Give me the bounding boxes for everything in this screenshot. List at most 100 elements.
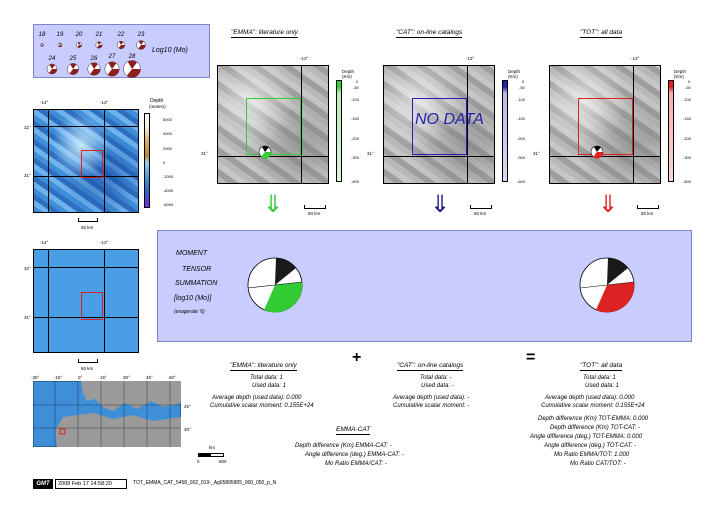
gmt-logo: GMT — [33, 479, 53, 489]
bathy-tick-4: 0 — [163, 160, 166, 165]
summation-line-4: [log10 (Mo)] — [174, 295, 212, 302]
overview-lon-tick-7: 60° — [169, 375, 176, 380]
panel-tot-depth-unit: (Km) — [674, 74, 684, 79]
scale-bar-1 — [78, 218, 98, 222]
stats-tot-depth-diff-emma: Depth difference (Km) TOT-EMMA: 0.000 — [538, 416, 649, 422]
stats-tot-moment: Cumulative scalar moment: 0.155E+24 — [541, 403, 645, 409]
stats-cat-caption: "CAT": on-line catalogs — [397, 362, 464, 371]
bathy-tick-1: 6000 — [163, 117, 172, 122]
legend-beachball-24: 24 — [46, 56, 58, 75]
stats-emma-cat-ratio: Mo Ratio EMMA/CAT: - — [325, 461, 387, 467]
panel-emma-depth-unit: (Km) — [342, 74, 352, 79]
small-map2-lat-tick-1: 32° — [24, 266, 31, 271]
panel-tot-cb-1: -50 — [685, 85, 691, 90]
stats-tot-depth-diff-cat: Depth difference (Km) TOT-CAT: - — [550, 425, 641, 431]
panel-cat-cb-1: -50 — [519, 85, 525, 90]
overview-lon-tick-1: -30° — [31, 375, 40, 380]
legend-beachball-19-label: 19 — [57, 32, 64, 38]
legend-beachball-26-label: 26 — [90, 56, 98, 62]
panel-tot-depth-title: Depth — [674, 69, 687, 74]
small-map2-lat-tick-2: 31° — [24, 315, 31, 320]
overview-scale-unit: km — [209, 445, 215, 450]
panel-cat-cb-5: -300 — [517, 155, 526, 160]
panel-emma-depth-title: Depth — [342, 69, 355, 74]
panel-tot-cb-5: -300 — [683, 155, 692, 160]
stats-emma-total: Total data: 1 — [250, 375, 283, 381]
panel-cat-area-box — [412, 98, 467, 155]
stats-emma-cat-caption: EMMA-CAT — [336, 426, 371, 435]
tot-sum-beachball — [579, 257, 635, 313]
panel-cat-lat-tick: 31° — [367, 151, 374, 156]
panel-cat-scale-bar — [470, 205, 492, 209]
overview-scale-bar — [198, 453, 224, 457]
stats-tot-mo-ratio-cat: Mo Ratio CAT/TOT: - — [570, 461, 626, 467]
panel-cat-colorbar — [502, 80, 508, 182]
panel-cat-cb-6: -600 — [517, 179, 526, 184]
stats-emma-avg-depth: Average depth (used data): 0.000 — [212, 395, 302, 401]
legend-beachball-28: 28 — [123, 54, 141, 78]
legend-beachball-20-label: 20 — [75, 32, 83, 38]
panel-tot-colorbar — [668, 80, 674, 182]
small-map-lon-tick-2: -13° — [100, 100, 109, 105]
overview-lon-tick-4: 15° — [100, 375, 107, 380]
bathy-tick-6: -4000 — [163, 188, 174, 193]
legend-label: Log10 (Mo) — [152, 47, 188, 54]
legend-beachball-27-label: 27 — [108, 54, 116, 60]
overview-lon-tick-2: -15° — [54, 375, 63, 380]
scale-label-2: 50 km — [81, 366, 94, 371]
overview-lat-tick-1: 45° — [184, 404, 191, 409]
panel-tot-beachball — [590, 145, 604, 159]
bathy-tick-2: 4000 — [163, 131, 172, 136]
panel-tot-cb-6: -600 — [683, 179, 692, 184]
panel-emma-cb-6: -600 — [351, 179, 360, 184]
panel-tot-cb-2: -100 — [683, 97, 692, 102]
panel-emma-colorbar — [336, 80, 342, 182]
summation-panel: MOMENT TENSOR SUMMATION [log10 (Mo)] (ex… — [157, 230, 692, 342]
bathy-depth-title: Depth — [150, 98, 164, 104]
legend-beachball-22-label: 22 — [117, 32, 125, 38]
panel-emma-area-box — [246, 98, 301, 155]
panel-emma-caption: "EMMA": literature only — [231, 29, 298, 38]
panel-tot-lat-tick: 31° — [533, 151, 540, 156]
summation-line-3: SUMMATION — [175, 280, 218, 287]
panel-emma-lon-tick: -13° — [300, 56, 309, 61]
legend-beachball-20: 20 — [75, 32, 83, 48]
small-map-lat-tick-1: 32° — [24, 125, 31, 130]
panel-cat-scale-label: 50 km — [474, 211, 487, 216]
panel-cat-map: NO DATA — [383, 65, 495, 184]
panel-cat-caption: "CAT": on-line catalogs — [396, 29, 463, 38]
stats-emma-used: Used data: 1 — [252, 383, 287, 389]
stats-tot-used: Used data: 1 — [585, 383, 620, 389]
stats-cat-moment: Cumulative scalar moment: - — [393, 403, 470, 409]
stats-emma-cat-angle: Angle difference (deg.) EMMA-CAT: - — [305, 452, 404, 458]
panel-cat-no-data: NO DATA — [415, 111, 484, 128]
legend-beachball-27: 27 — [104, 54, 120, 77]
legend-beachball-21-label: 21 — [95, 32, 103, 38]
bathy-tick-3: 2000 — [163, 146, 172, 151]
bathy-tick-5: -2000 — [163, 174, 174, 179]
panel-cat-depth-unit: (Km) — [508, 74, 518, 79]
panel-cat-cb-3: -150 — [517, 116, 526, 121]
panel-cat-cb-2: -100 — [517, 97, 526, 102]
legend-beachball-18: 18 — [39, 32, 46, 47]
overview-scale-tick-0: 0 — [197, 459, 200, 464]
area-map — [33, 249, 139, 353]
panel-emma-cb-5: -300 — [351, 155, 360, 160]
overview-lon-tick-3: 0° — [78, 375, 83, 380]
panel-emma-cb-3: -150 — [351, 116, 360, 121]
small-map-lon-tick-1: -14° — [40, 100, 49, 105]
stats-tot-angle-diff-cat: Angle difference (deg.) TOT-CAT: - — [544, 443, 637, 449]
legend-beachball-22: 22 — [117, 32, 125, 50]
summation-line-5: (exagerate '6) — [174, 309, 205, 315]
legend-beachball-18-label: 18 — [39, 32, 46, 38]
legend-beachball-23-label: 23 — [137, 32, 145, 38]
stats-tot-avg-depth: Average depth (used data): 0.000 — [545, 395, 635, 401]
panel-cat-cb-4: -200 — [517, 136, 526, 141]
overview-scale-tick-500: 500 — [219, 459, 227, 464]
legend-beachball-26: 26 — [87, 56, 101, 76]
legend-beachball-28-label: 28 — [128, 54, 136, 60]
plus-operator: + — [352, 349, 362, 366]
panel-cat-lon-tick: -13° — [466, 56, 475, 61]
stats-tot-angle-diff-emma: Angle difference (deg.) TOT-EMMA: 0.000 — [530, 434, 643, 440]
